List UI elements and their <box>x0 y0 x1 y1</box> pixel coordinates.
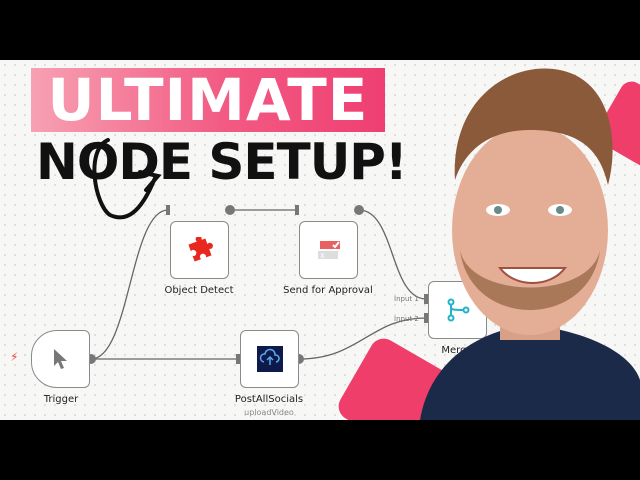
puzzle-icon <box>187 237 213 262</box>
approval-checkbox-icon: X <box>317 241 340 260</box>
node-label-object-detect: Object Detect <box>164 285 234 296</box>
hand-drawn-arrow <box>92 138 157 220</box>
workflow-canvas[interactable]: ULTIMATE NODE SETUP! ⚡ Trigger Object De… <box>0 60 640 420</box>
headline-ultimate: ULTIMATE <box>31 68 385 132</box>
cursor-icon <box>53 349 67 369</box>
node-trigger[interactable] <box>31 330 90 388</box>
node-postallsocials[interactable] <box>240 330 299 388</box>
cloud-upload-icon <box>256 346 283 372</box>
wire-postallsocials-merge <box>298 317 427 360</box>
node-label-send-for-approval: Send for Approval <box>283 285 373 296</box>
wire-approval-merge <box>358 209 427 300</box>
trigger-bolt-icon: ⚡ <box>10 350 19 364</box>
merge-input-2-label: Input 2 <box>394 315 419 323</box>
merge-input-1-label: Input 1 <box>394 295 419 303</box>
node-label-trigger: Trigger <box>43 394 79 405</box>
node-send-for-approval[interactable]: X <box>299 221 358 279</box>
node-object-detect[interactable] <box>170 221 229 279</box>
node-label-postallsocials: PostAllSocials <box>234 394 304 405</box>
svg-text:X: X <box>320 252 325 260</box>
node-label-merge: Merge <box>441 345 473 356</box>
node-subtitle-postallsocials: uploadVideo <box>244 408 294 417</box>
merge-icon <box>447 298 469 322</box>
wire-trigger-objectdetect <box>90 209 169 360</box>
presenter-photo <box>420 68 640 420</box>
headline-node-setup: NODE SETUP! <box>36 133 408 191</box>
